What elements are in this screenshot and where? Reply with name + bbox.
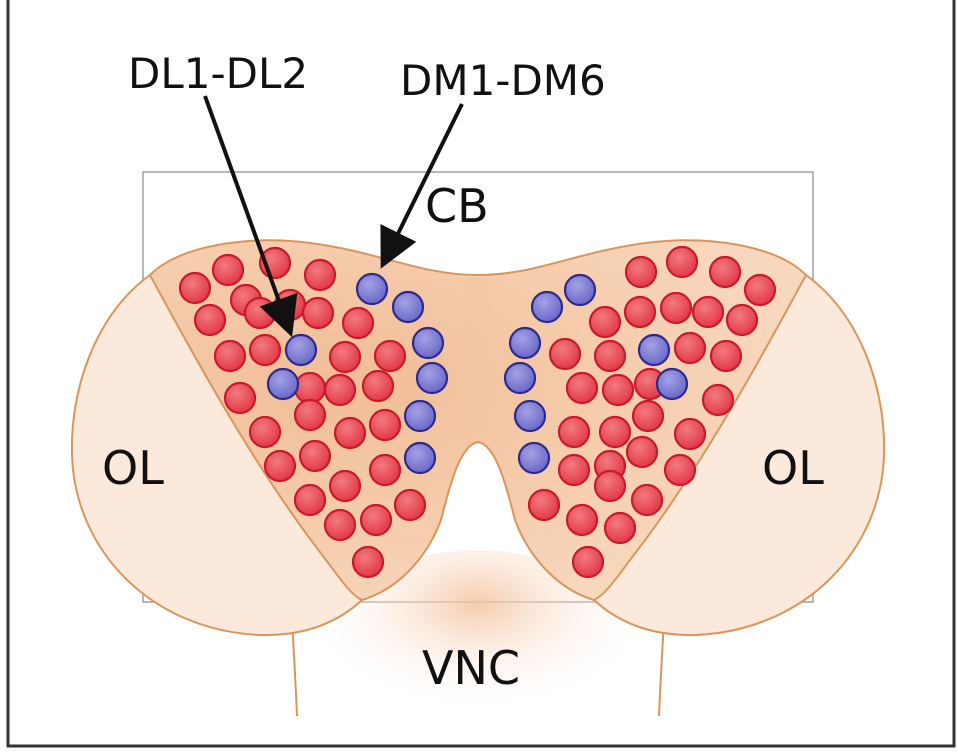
dl-neuron [659,291,693,325]
dl-neuron [298,439,332,473]
dl-neuron [527,488,561,522]
dl-neuron [368,408,402,442]
dl-neuron [673,331,707,365]
dl-neuron [725,303,759,337]
dl-neuron [557,415,591,449]
dl-neuron [328,469,362,503]
ol-right-label: OL [762,441,824,495]
dl-neuron [701,383,735,417]
dl-neuron [213,339,247,373]
dl-neuron [368,453,402,487]
dm-neuron [266,367,300,401]
dl-neuron [571,545,605,579]
dl-neuron [565,503,599,537]
dl-neuron [243,296,277,330]
dl-neuron [193,303,227,337]
dl-neuron [351,545,385,579]
dl-neuron [248,415,282,449]
dm-arrow [380,103,464,269]
dm-neuron-group [266,272,689,475]
dm-neuron [415,361,449,395]
dl-neuron [623,295,657,329]
outer-frame [6,0,956,748]
dl-neuron [323,508,357,542]
dl-neuron [624,255,658,289]
dm-neuron [284,333,318,367]
dm-neuron [503,361,537,395]
dl-neuron [743,273,777,307]
dl-neuron [293,371,327,405]
dl-neuron [630,483,664,517]
dl-neuron [625,435,659,469]
dl-neuron [593,469,627,503]
dm-neuron [403,399,437,433]
dl-neuron [248,333,282,367]
dl-arrow [203,95,298,338]
dl-neuron [557,453,591,487]
dl-neuron [548,337,582,371]
dl-neuron [341,306,375,340]
dl-neuron [323,373,357,407]
vnc-glow [328,550,628,730]
dl-neuron [223,381,257,415]
dm-neuron [403,441,437,475]
dl-neuron [303,258,337,292]
dm-label: DM1-DM6 [400,56,606,105]
dl-neuron [565,371,599,405]
dl-neuron [598,415,632,449]
vnc-right-edge [658,619,665,717]
dm-neuron [411,326,445,360]
dl-label: DL1-DL2 [128,49,308,98]
dm-neuron [508,326,542,360]
dl-neuron [663,453,697,487]
dm-neuron [517,441,551,475]
dl-neuron [603,511,637,545]
dl-neuron [211,253,245,287]
dm-neuron [391,290,425,324]
dm-neuron [513,399,547,433]
dl-neuron [588,305,622,339]
dl-neuron [593,339,627,373]
dl-neuron [665,245,699,279]
dl-neuron [709,339,743,373]
dl-neuron [293,398,327,432]
dl-neuron [328,340,362,374]
dl-neuron [178,271,212,305]
dl-neuron [359,503,393,537]
dm-neuron [563,273,597,307]
dm-neuron [530,290,564,324]
dl-neuron [673,417,707,451]
dl-neuron [393,488,427,522]
vnc-left-edge [291,619,298,717]
cb-label: CB [425,179,489,233]
dl-neuron [333,416,367,450]
dl-neuron [601,373,635,407]
ol-left-label: OL [102,441,164,495]
dl-neuron [301,296,335,330]
vnc-label: VNC [422,641,520,695]
dl-neuron [708,255,742,289]
dm-neuron [637,333,671,367]
dm-neuron [355,272,389,306]
dm-neuron [655,367,689,401]
dl-neuron [691,295,725,329]
dl-neuron [293,483,327,517]
dl-neuron [263,449,297,483]
dl-neuron [631,399,665,433]
dl-neuron [373,339,407,373]
dl-neuron [361,369,395,403]
